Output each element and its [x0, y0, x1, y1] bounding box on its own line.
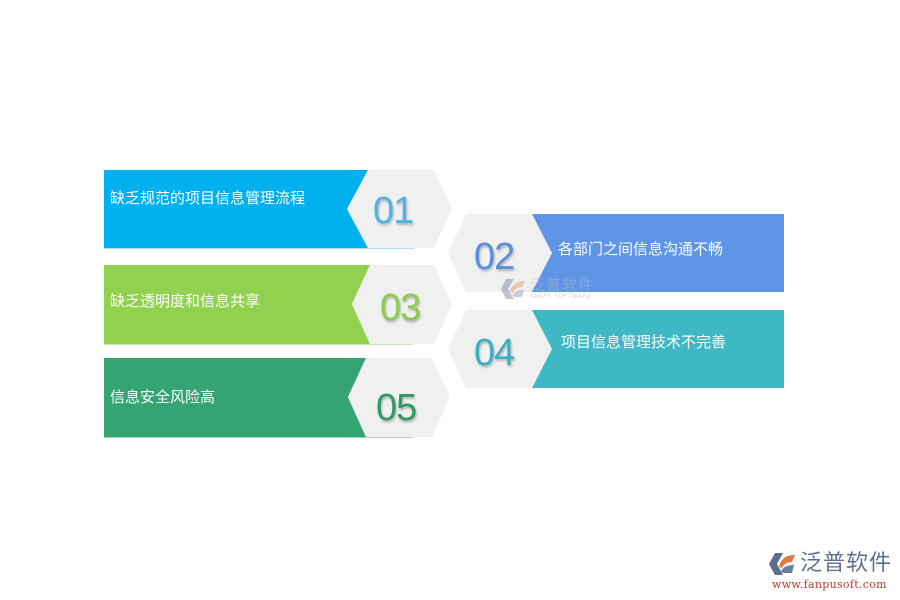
item-03-number: 03	[380, 287, 421, 329]
item-02-number: 02	[474, 236, 515, 278]
item-04-label: 项目信息管理技术不完善	[561, 333, 727, 351]
item-02-label: 各部门之间信息沟通不畅	[558, 240, 724, 258]
item-01-number: 01	[373, 190, 414, 232]
fanpu-logo-icon	[501, 279, 525, 299]
corner-logo: 泛普软件	[768, 552, 892, 576]
item-05-label: 信息安全风险高	[110, 388, 216, 406]
item-05-number: 05	[376, 387, 417, 429]
fanpu-corner-logo-icon	[769, 553, 795, 575]
item-03-label: 缺乏透明度和信息共享	[110, 292, 261, 310]
bar-02-shape	[448, 214, 784, 292]
watermark-brand-en: FANPU SOFTWARE	[530, 293, 592, 300]
item-01-label: 缺乏规范的项目信息管理流程	[110, 189, 306, 207]
bar-01-shape	[104, 170, 452, 249]
item-04-number: 04	[474, 332, 515, 374]
watermark-brand-cn: 泛普软件	[530, 276, 595, 294]
corner-url: www.fanpusoft.com	[772, 578, 887, 591]
bar-03-shape	[104, 265, 452, 345]
bar-04-shape	[448, 310, 784, 388]
watermark: 泛普软件 FANPU SOFTWARE	[500, 278, 594, 300]
bar-05-shape	[104, 358, 450, 438]
corner-brand-cn: 泛普软件	[800, 551, 893, 576]
